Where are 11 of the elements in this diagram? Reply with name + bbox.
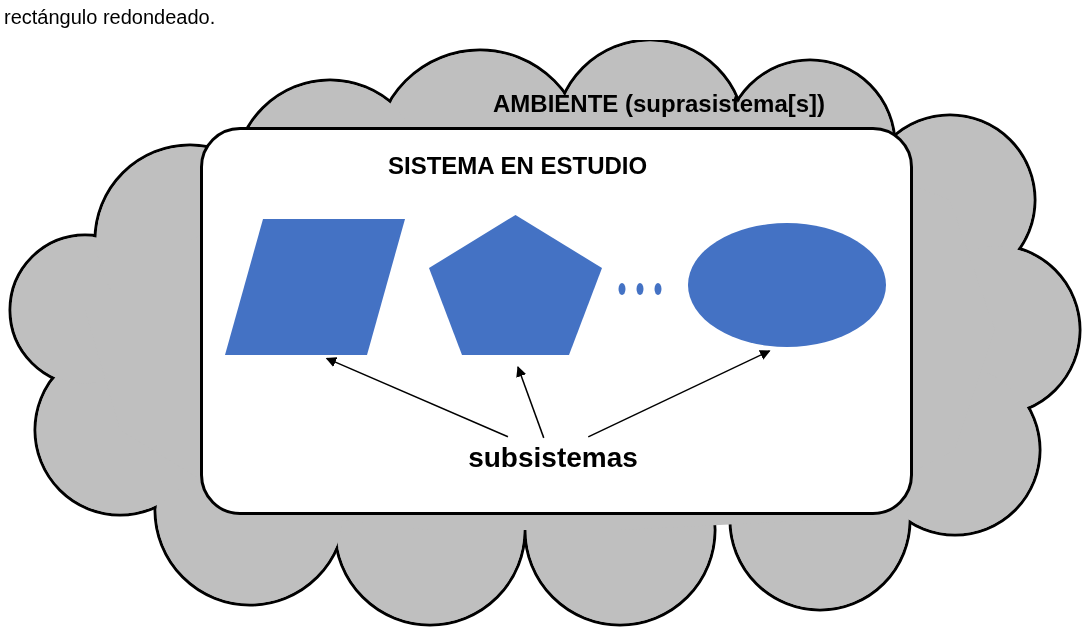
ellipse-shape bbox=[688, 223, 886, 347]
system-box bbox=[200, 127, 913, 515]
note-text: rectángulo redondeado. bbox=[4, 5, 216, 30]
system-title: SISTEMA EN ESTUDIO bbox=[388, 151, 648, 181]
arrow bbox=[587, 350, 771, 438]
arrow bbox=[516, 366, 545, 439]
subsystems-label: subsistemas bbox=[465, 439, 641, 477]
environment-title: AMBIENTE (suprasistema[s]) bbox=[493, 89, 826, 119]
arrow bbox=[325, 357, 509, 438]
pentagon-shape bbox=[429, 215, 602, 355]
parallelogram-shape bbox=[225, 219, 405, 355]
